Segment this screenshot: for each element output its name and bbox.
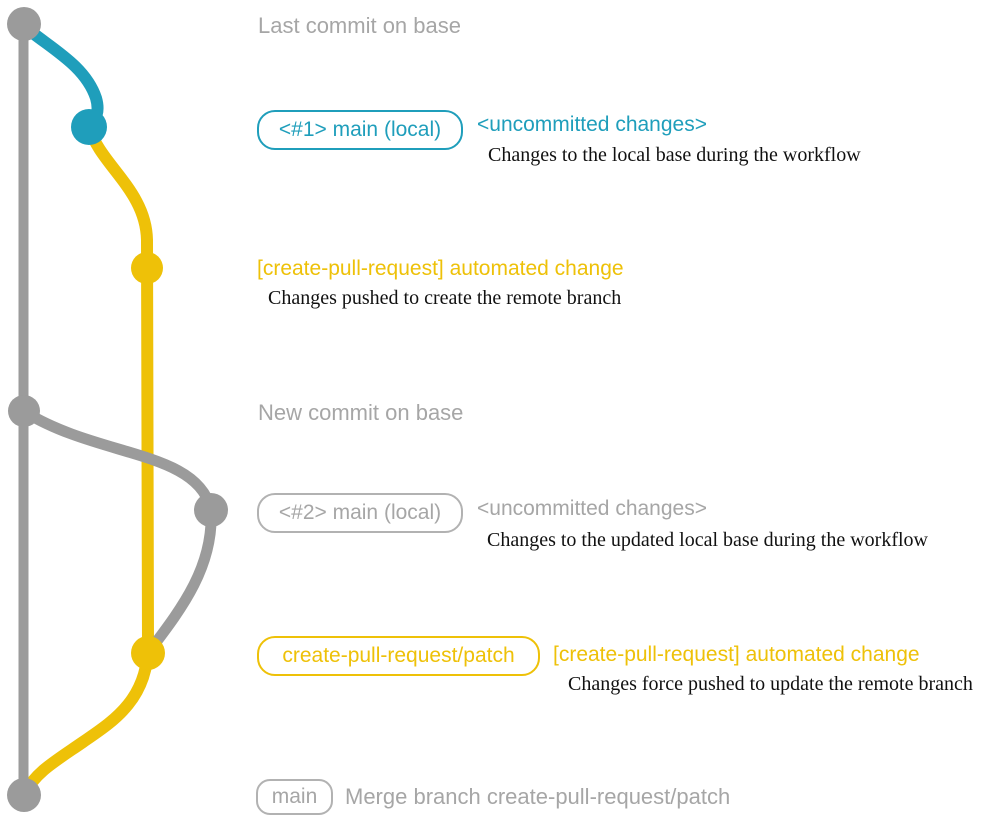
patch-branch-curve: [19, 121, 155, 799]
badge-main: main: [256, 779, 333, 815]
heading-automated-change-1: [create-pull-request] automated change: [257, 257, 624, 280]
heading-automated-change-2: [create-pull-request] automated change: [553, 643, 920, 666]
local-main-2-branch-curve: [19, 406, 217, 515]
badge-patch-branch: create-pull-request/patch: [257, 636, 540, 676]
commit-node-main-local-2: [194, 493, 228, 527]
caption-automated-change-2: Changes force pushed to update the remot…: [568, 673, 973, 695]
label-merge-commit: Merge branch create-pull-request/patch: [345, 784, 731, 809]
heading-uncommitted-1: <uncommitted changes>: [477, 113, 707, 136]
caption-automated-change-1: Changes pushed to create the remote bran…: [268, 287, 622, 309]
label-new-commit: New commit on base: [258, 400, 464, 425]
commit-node-automated-change-2: [131, 636, 165, 670]
commit-node-new-base: [8, 395, 40, 427]
commit-node-merge: [7, 778, 41, 812]
patch-rebase-curve: [145, 504, 217, 655]
commit-node-main-local-1: [71, 109, 107, 145]
caption-uncommitted-1: Changes to the local base during the wor…: [488, 144, 861, 166]
badge-main-local-1: <#1> main (local): [257, 110, 463, 150]
label-last-commit: Last commit on base: [258, 13, 461, 38]
badge-main-local-2: <#2> main (local): [257, 493, 463, 533]
commit-node-last-base: [7, 7, 41, 41]
heading-uncommitted-2: <uncommitted changes>: [477, 497, 707, 520]
caption-uncommitted-2: Changes to the updated local base during…: [487, 529, 928, 551]
commit-node-automated-change-1: [131, 252, 163, 284]
